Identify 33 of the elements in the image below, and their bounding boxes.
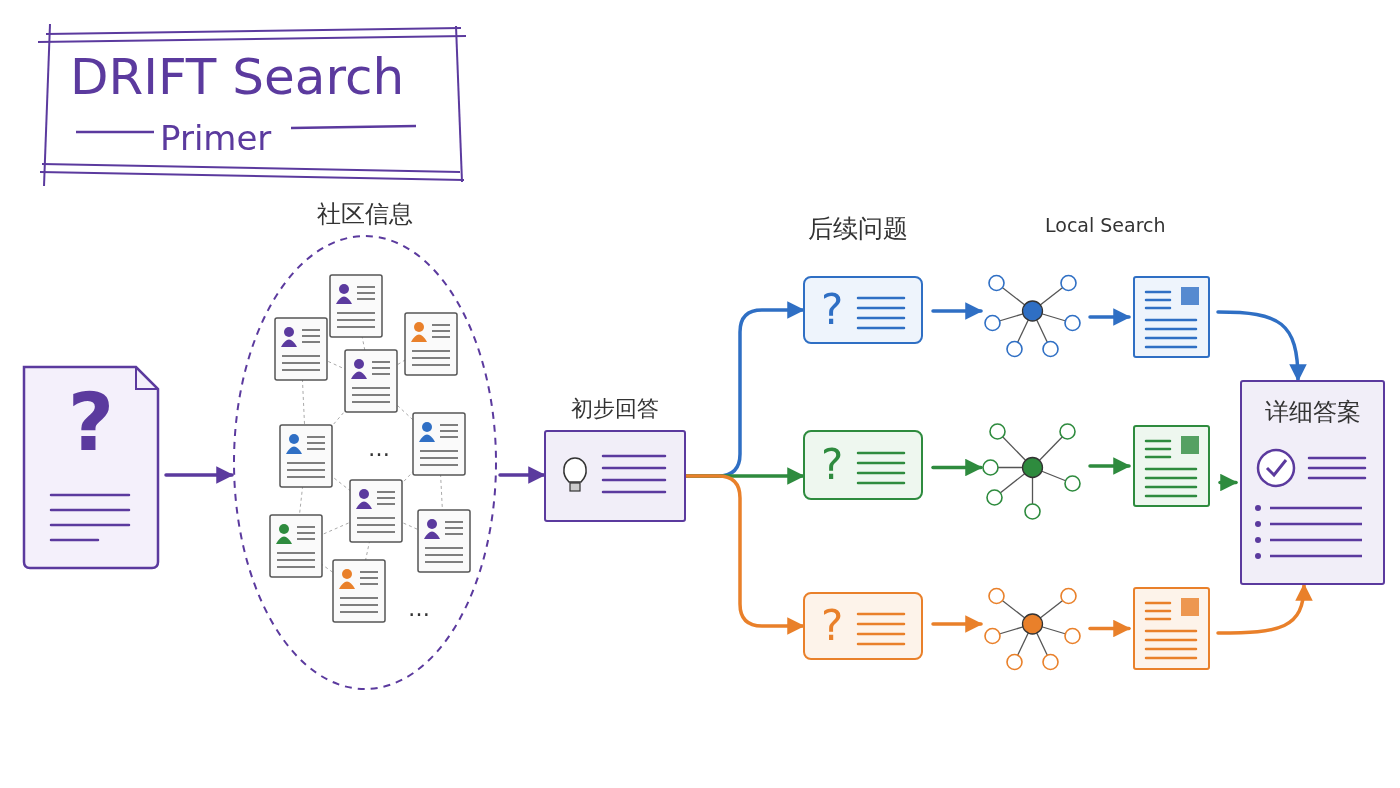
node-heading: 初步回答 bbox=[570, 395, 660, 423]
subtitle: Primer bbox=[160, 118, 272, 158]
arrow bbox=[684, 474, 805, 635]
ellipsis-text: … bbox=[368, 436, 390, 461]
arrow bbox=[1216, 583, 1312, 635]
arrow bbox=[1088, 308, 1131, 326]
arrow bbox=[931, 458, 983, 477]
arrow bbox=[1216, 310, 1307, 382]
final-answer-card bbox=[1240, 380, 1385, 585]
node-heading: 详细答案 bbox=[1263, 397, 1362, 428]
question-card bbox=[803, 592, 923, 660]
question-mark: ? bbox=[821, 601, 844, 652]
arrow bbox=[1088, 457, 1131, 475]
question-card bbox=[803, 430, 923, 500]
arrow bbox=[1088, 619, 1131, 638]
arrow bbox=[931, 615, 983, 633]
question-card bbox=[803, 276, 923, 344]
arrow bbox=[498, 466, 546, 484]
question-mark: ? bbox=[821, 440, 844, 491]
question-document bbox=[22, 365, 160, 570]
result-document bbox=[1133, 587, 1210, 670]
node-heading: 社区信息 bbox=[316, 199, 414, 230]
ellipsis-text: … bbox=[408, 596, 430, 621]
result-document bbox=[1133, 276, 1210, 358]
column-heading: Local Search bbox=[1045, 214, 1166, 236]
arrow bbox=[164, 466, 234, 484]
question-mark: ? bbox=[66, 383, 116, 463]
result-document bbox=[1133, 425, 1210, 507]
diagram-title: DRIFT Search bbox=[70, 48, 405, 106]
column-heading: 后续问题 bbox=[808, 213, 908, 245]
arrow bbox=[931, 302, 983, 320]
arrow bbox=[1218, 473, 1238, 492]
question-mark: ? bbox=[821, 285, 844, 336]
